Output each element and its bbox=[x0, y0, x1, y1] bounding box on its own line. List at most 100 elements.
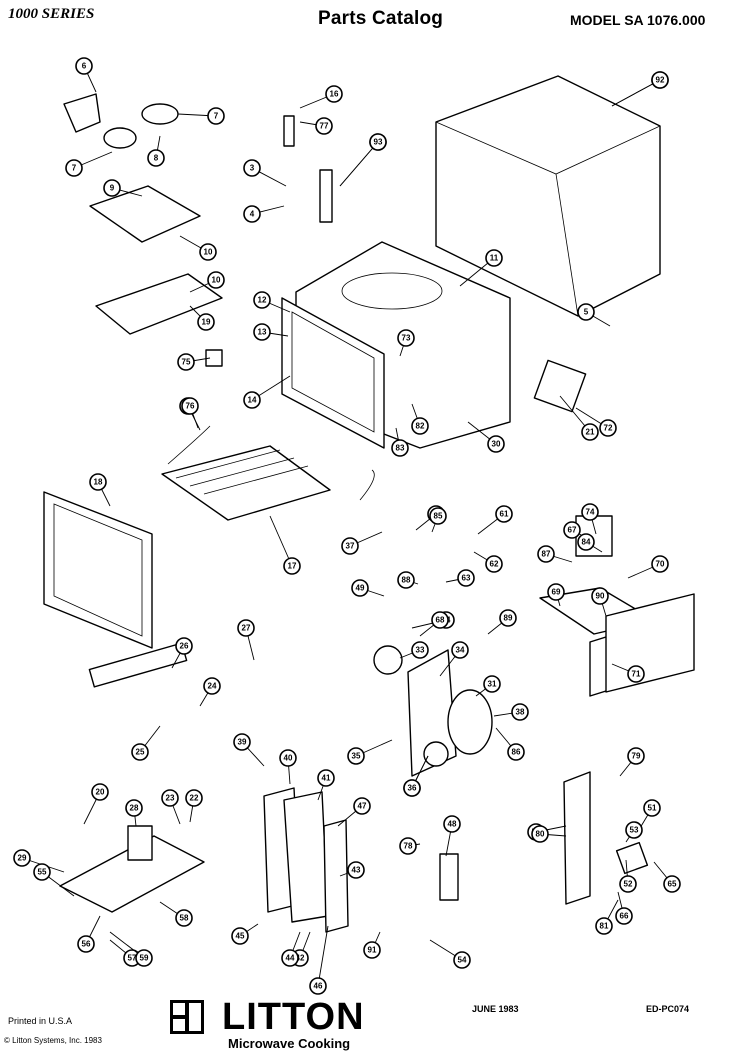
callout-number: 19 bbox=[202, 318, 211, 327]
fan-blades bbox=[63, 93, 179, 149]
callout-number: 13 bbox=[258, 328, 267, 337]
callout-number: 48 bbox=[448, 820, 457, 829]
callout-number: 53 bbox=[630, 826, 639, 835]
callout-bubble bbox=[199, 243, 217, 261]
callout-bubble bbox=[577, 533, 595, 551]
callout-18: 18 bbox=[89, 473, 111, 507]
blower-assembly bbox=[373, 645, 493, 777]
callout-number: 46 bbox=[314, 982, 323, 991]
callout-bubble bbox=[453, 951, 471, 969]
callout-bubble bbox=[233, 733, 251, 751]
callout-number: 58 bbox=[180, 914, 189, 923]
callout-bubble bbox=[243, 205, 261, 223]
callout-number: 67 bbox=[568, 526, 577, 535]
callout-number: 85 bbox=[434, 512, 443, 521]
callout-bubble bbox=[125, 799, 143, 817]
callout-number: 45 bbox=[236, 932, 245, 941]
callout-number: 29 bbox=[18, 854, 27, 863]
brand-name: LITTON bbox=[222, 996, 365, 1038]
callout-number: 26 bbox=[180, 642, 189, 651]
callout-12: 12 bbox=[253, 291, 291, 313]
callout-number: 38 bbox=[516, 708, 525, 717]
callout-bubble bbox=[341, 537, 359, 555]
callout-24: 24 bbox=[199, 677, 221, 707]
callout-bubble bbox=[429, 507, 447, 525]
callout-bubble bbox=[135, 949, 153, 967]
callout-number: 10 bbox=[204, 248, 213, 257]
callout-40: 40 bbox=[279, 749, 297, 785]
callout-58: 58 bbox=[159, 901, 193, 927]
callout-39: 39 bbox=[233, 733, 265, 767]
callout-number: 28 bbox=[130, 804, 139, 813]
callout-51: 51 bbox=[639, 799, 661, 829]
callout-number: 63 bbox=[462, 574, 471, 583]
callout-number: 86 bbox=[512, 748, 521, 757]
callout-number: 61 bbox=[500, 510, 509, 519]
callout-number: 51 bbox=[648, 804, 657, 813]
callout-number: 80 bbox=[536, 830, 545, 839]
callout-90: 90 bbox=[591, 587, 609, 617]
callout-bubble bbox=[369, 133, 387, 151]
callout-87: 87 bbox=[537, 545, 573, 563]
callout-bubble bbox=[507, 743, 525, 761]
callout-79: 79 bbox=[619, 747, 645, 777]
callout-number: 31 bbox=[488, 680, 497, 689]
small-parts bbox=[88, 115, 695, 901]
callout-bubble bbox=[281, 949, 299, 967]
callout-47: 47 bbox=[337, 797, 371, 827]
callout-number: 7 bbox=[214, 112, 219, 121]
callout-number: 4 bbox=[250, 210, 255, 219]
callout-bubble bbox=[185, 789, 203, 807]
callout-number: 34 bbox=[456, 646, 465, 655]
callout-10: 10 bbox=[179, 235, 217, 261]
callout-number: 16 bbox=[330, 90, 339, 99]
callout-7: 7 bbox=[65, 151, 113, 177]
callout-61: 61 bbox=[477, 505, 513, 535]
callout-number: 54 bbox=[458, 956, 467, 965]
callout-number: 68 bbox=[436, 616, 445, 625]
callout-bubble bbox=[411, 417, 429, 435]
callout-number: 56 bbox=[82, 940, 91, 949]
callout-46: 46 bbox=[309, 925, 329, 995]
callout-number: 3 bbox=[250, 164, 255, 173]
callout-36: 36 bbox=[403, 755, 429, 797]
callout-number: 5 bbox=[584, 308, 589, 317]
callout-bubble bbox=[203, 677, 221, 695]
callout-44: 44 bbox=[281, 931, 301, 967]
callout-20: 20 bbox=[83, 783, 109, 825]
callout-number: 36 bbox=[408, 784, 417, 793]
callout-bubble bbox=[147, 149, 165, 167]
callout-leader-line bbox=[269, 515, 293, 567]
callout-bubble bbox=[351, 579, 369, 597]
callout-number: 41 bbox=[322, 774, 331, 783]
callout-number: 42 bbox=[296, 954, 305, 963]
callout-bubble bbox=[599, 419, 617, 437]
callout-number: 93 bbox=[374, 138, 383, 147]
callout-bubble bbox=[347, 861, 365, 879]
callout-bubble bbox=[243, 391, 261, 409]
callout-number: 52 bbox=[624, 880, 633, 889]
callout-bubble bbox=[619, 875, 637, 893]
callout-number: 78 bbox=[404, 842, 413, 851]
callout-bubble bbox=[499, 609, 517, 627]
callout-number: 59 bbox=[140, 954, 149, 963]
callout-55: 55 bbox=[33, 863, 75, 897]
callout-38: 38 bbox=[493, 703, 529, 721]
callout-number: 87 bbox=[542, 550, 551, 559]
callout-bubble bbox=[197, 313, 215, 331]
callout-bubble bbox=[595, 917, 613, 935]
callout-number: 17 bbox=[288, 562, 297, 571]
callout-77: 77 bbox=[299, 117, 333, 135]
callout-number: 8 bbox=[154, 154, 159, 163]
catalog-date: JUNE 1983 bbox=[472, 1004, 519, 1014]
callout-number: 71 bbox=[632, 670, 641, 679]
callout-bubble bbox=[353, 797, 371, 815]
model-number: MODEL SA 1076.000 bbox=[570, 12, 706, 28]
callout-70: 70 bbox=[627, 555, 669, 579]
callout-bubble bbox=[483, 675, 501, 693]
callout-bubble bbox=[663, 875, 681, 893]
callout-bubble bbox=[283, 557, 301, 575]
callout-number: 40 bbox=[284, 754, 293, 763]
callout-number: 55 bbox=[38, 868, 47, 877]
callout-5: 5 bbox=[577, 303, 611, 327]
